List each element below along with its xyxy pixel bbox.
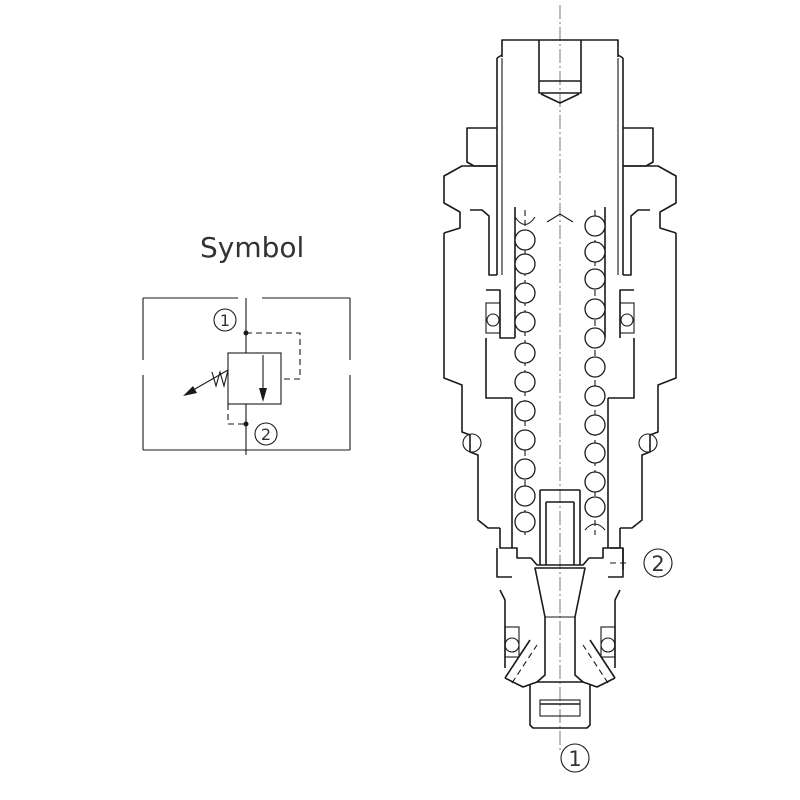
oring-right-lower bbox=[600, 637, 616, 653]
port-2-circle bbox=[254, 422, 278, 446]
oring-left-lower bbox=[504, 637, 520, 653]
oring-groove-left-upper bbox=[485, 302, 501, 334]
sleeve-top-left bbox=[470, 209, 497, 276]
inner-step-mid bbox=[485, 338, 635, 399]
spring-coils-right bbox=[584, 215, 606, 531]
spring-chamber-walls bbox=[511, 398, 609, 548]
hydraulic-symbol: Symbol 1 2 bbox=[142, 231, 351, 455]
oring-right-mid bbox=[638, 433, 658, 453]
oring-groove-right-lower bbox=[600, 626, 616, 658]
pilot-line-top bbox=[246, 332, 301, 380]
nose-slot bbox=[539, 699, 581, 717]
oring-right-upper bbox=[620, 313, 634, 327]
spring-seat-lower bbox=[499, 528, 621, 566]
valve-box bbox=[227, 352, 282, 405]
oring-left-upper bbox=[486, 313, 500, 327]
symbol-title: Symbol bbox=[200, 231, 304, 264]
locknut-right bbox=[623, 127, 654, 167]
valve-section-view: 2 1 bbox=[443, 5, 677, 773]
junction-dot-bottom bbox=[243, 421, 249, 427]
port-2-label: 2 bbox=[261, 425, 271, 444]
locknut-left bbox=[466, 127, 497, 167]
nose-tip bbox=[529, 685, 591, 729]
poppet-stem bbox=[539, 489, 581, 565]
section-port-2-label: 2 bbox=[651, 552, 664, 576]
body-hex-right bbox=[623, 165, 677, 234]
sleeve-top-right bbox=[623, 209, 650, 276]
section-port-1-label: 1 bbox=[568, 747, 581, 771]
section-port-2-circle bbox=[643, 548, 673, 578]
oring-groove-right-upper bbox=[619, 302, 635, 334]
spring-icon bbox=[211, 369, 229, 389]
body-outer-right bbox=[620, 233, 677, 529]
spring-end-left bbox=[514, 216, 536, 226]
pilot-line-bottom bbox=[227, 404, 246, 425]
oring-groove-left-lower bbox=[504, 626, 520, 658]
port-1-label: 1 bbox=[220, 311, 230, 330]
nose-chamfers bbox=[504, 677, 616, 688]
adjust-arrow-icon bbox=[183, 386, 197, 396]
spring-seat-chevron bbox=[546, 213, 574, 223]
flow-arrow-icon bbox=[259, 388, 267, 402]
body-hex-left bbox=[443, 165, 497, 234]
stem-chamfer bbox=[496, 54, 624, 59]
hex-socket bbox=[538, 40, 582, 104]
cross-hole-axes bbox=[511, 644, 609, 684]
section-port-1-circle bbox=[560, 743, 590, 773]
port2-window bbox=[610, 547, 624, 570]
stem-top bbox=[501, 39, 619, 57]
body-outer-left bbox=[443, 233, 500, 529]
stem-inner-walls bbox=[501, 58, 619, 275]
nose-cross-holes bbox=[504, 639, 616, 679]
inner-step-upper bbox=[486, 289, 634, 339]
port-1-circle bbox=[213, 308, 237, 332]
oring-left-mid bbox=[462, 433, 482, 453]
spring-coils-left bbox=[514, 229, 536, 533]
